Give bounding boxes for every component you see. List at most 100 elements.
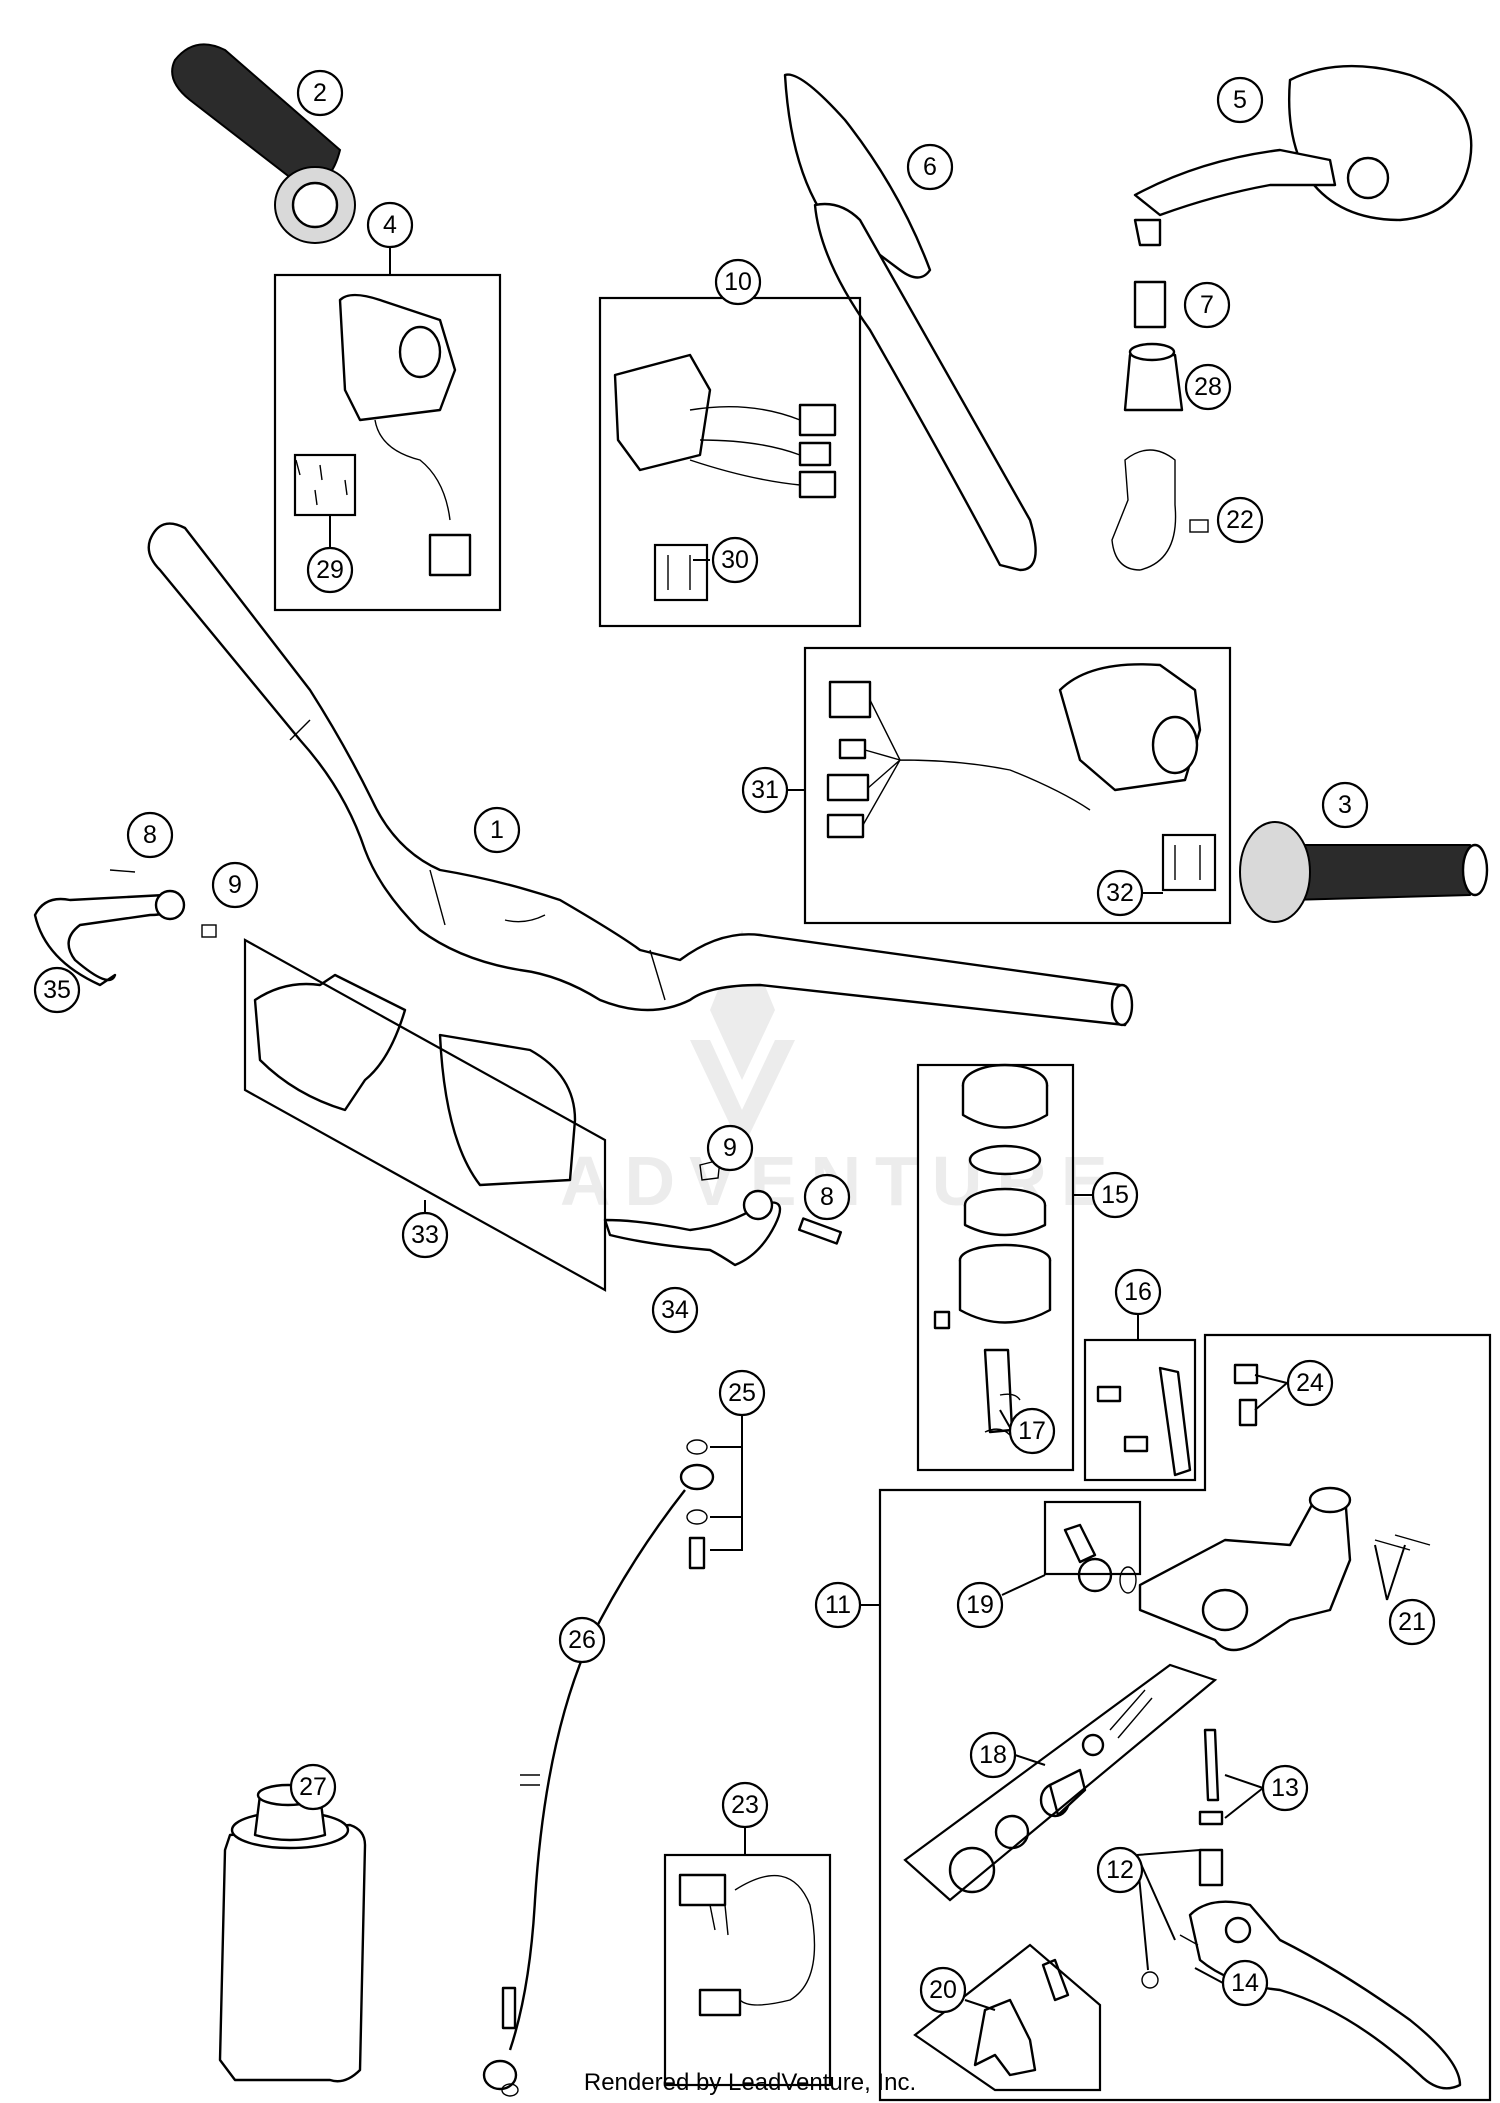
brake-line-drawing: [482, 1439, 715, 2097]
callout-22: 22: [1216, 496, 1264, 544]
svg-text:1: 1: [490, 816, 504, 844]
svg-text:15: 15: [1101, 1181, 1129, 1209]
callout-32: 32: [1096, 869, 1144, 917]
callout-12: 12: [1096, 1846, 1144, 1894]
brake-fluid-drawing: [218, 1783, 367, 2083]
right-switch-drawing: [613, 353, 837, 602]
svg-text:2: 2: [313, 79, 327, 107]
callout-18: 18: [969, 1731, 1017, 1779]
reservoir-bracket-drawing: [1096, 1366, 1192, 1477]
callout-16: 16: [1114, 1268, 1162, 1316]
lever-guard-right-drawing: [603, 1159, 843, 1267]
svg-text:10: 10: [724, 268, 752, 296]
grip-right-drawing: [1239, 821, 1489, 923]
callout-35: 35: [33, 966, 81, 1014]
callout-5: 5: [1216, 76, 1264, 124]
svg-text:17: 17: [1018, 1417, 1046, 1445]
callout-9-right: 9: [706, 1124, 754, 1172]
master-cylinder-drawing: [1138, 1486, 1431, 1652]
brake-switch-drawing: [678, 1873, 816, 2017]
group-box-23: [663, 1853, 832, 2087]
svg-text:29: 29: [316, 556, 344, 584]
group-box-18: [903, 1663, 1218, 1902]
callout-24: 24: [1286, 1359, 1334, 1407]
svg-text:8: 8: [143, 821, 157, 849]
svg-text:32: 32: [1106, 879, 1134, 907]
svg-text:28: 28: [1194, 373, 1222, 401]
group-box-16: [1083, 1338, 1197, 1482]
callout-30: 30: [711, 536, 759, 584]
callout-17: 17: [1008, 1407, 1056, 1455]
callout-20: 20: [919, 1966, 967, 2014]
callout-2: 2: [296, 69, 344, 117]
leader-lines: [329, 248, 1406, 2011]
callout-11: 11: [814, 1581, 862, 1629]
group-box-19: [1043, 1500, 1142, 1576]
left-switch-drawing: [293, 293, 472, 577]
lever-guard-left-drawing: [33, 869, 217, 987]
svg-text:22: 22: [1226, 506, 1254, 534]
group-box-20: [913, 1943, 1102, 2092]
callout-26: 26: [558, 1616, 606, 1664]
callout-10: 10: [714, 258, 762, 306]
callout-28: 28: [1184, 363, 1232, 411]
svg-text:5: 5: [1233, 86, 1247, 114]
handguards-drawing: [253, 973, 577, 1187]
svg-text:8: 8: [820, 1183, 834, 1211]
callout-25: 25: [718, 1369, 766, 1417]
callout-8-left: 8: [126, 811, 174, 859]
callout-27: 27: [289, 1763, 337, 1811]
group-box-33: [243, 938, 607, 1292]
callout-14: 14: [1221, 1959, 1269, 2007]
callout-15: 15: [1091, 1171, 1139, 1219]
group-box-11: [878, 1333, 1492, 2102]
handlebar-drawing: [147, 522, 1134, 1027]
callout-31: 31: [741, 766, 789, 814]
svg-text:24: 24: [1296, 1369, 1324, 1397]
svg-text:18: 18: [979, 1741, 1007, 1769]
callout-33: 33: [401, 1211, 449, 1259]
adapter-nut-drawing: [1133, 280, 1167, 329]
grip-left-drawing: [171, 43, 356, 244]
callout-6: 6: [906, 143, 954, 191]
svg-text:19: 19: [966, 1591, 994, 1619]
banjo-fitting-drawing: [1063, 1523, 1137, 1594]
svg-text:13: 13: [1271, 1774, 1299, 1802]
svg-text:30: 30: [721, 546, 749, 574]
callout-9-left: 9: [211, 861, 259, 909]
callout-29: 29: [306, 546, 354, 594]
callout-19: 19: [956, 1581, 1004, 1629]
callout-23: 23: [721, 1781, 769, 1829]
group-box-4: [273, 273, 502, 612]
svg-text:26: 26: [568, 1626, 596, 1654]
footer-credit: Rendered by LeadVenture, Inc.: [584, 2069, 916, 2096]
callout-13: 13: [1261, 1764, 1309, 1812]
svg-text:25: 25: [728, 1379, 756, 1407]
group-box-31: [803, 646, 1232, 925]
svg-text:7: 7: [1200, 291, 1214, 319]
svg-text:9: 9: [723, 1134, 737, 1162]
svg-text:3: 3: [1338, 791, 1352, 819]
svg-text:35: 35: [43, 976, 71, 1004]
svg-text:27: 27: [299, 1773, 327, 1801]
callout-34: 34: [651, 1286, 699, 1334]
callout-21: 21: [1388, 1598, 1436, 1646]
svg-text:16: 16: [1124, 1278, 1152, 1306]
svg-text:11: 11: [825, 1591, 851, 1619]
callout-3: 3: [1321, 781, 1369, 829]
pivot-bolt-drawing: [1198, 1728, 1224, 1826]
svg-text:20: 20: [929, 1976, 957, 2004]
svg-text:33: 33: [411, 1221, 439, 1249]
svg-text:23: 23: [731, 1791, 759, 1819]
svg-text:34: 34: [661, 1296, 689, 1324]
brake-lever-drawing: [1141, 1848, 1462, 2090]
svg-text:9: 9: [228, 871, 242, 899]
mirror-right-drawing: [1133, 64, 1473, 247]
svg-text:14: 14: [1231, 1969, 1259, 1997]
callout-4: 4: [366, 201, 414, 249]
callout-1: 1: [473, 806, 521, 854]
svg-text:31: 31: [751, 776, 779, 804]
harness-switch-drawing: [826, 663, 1217, 892]
brake-reservoir-drawing: [933, 1063, 1052, 1436]
